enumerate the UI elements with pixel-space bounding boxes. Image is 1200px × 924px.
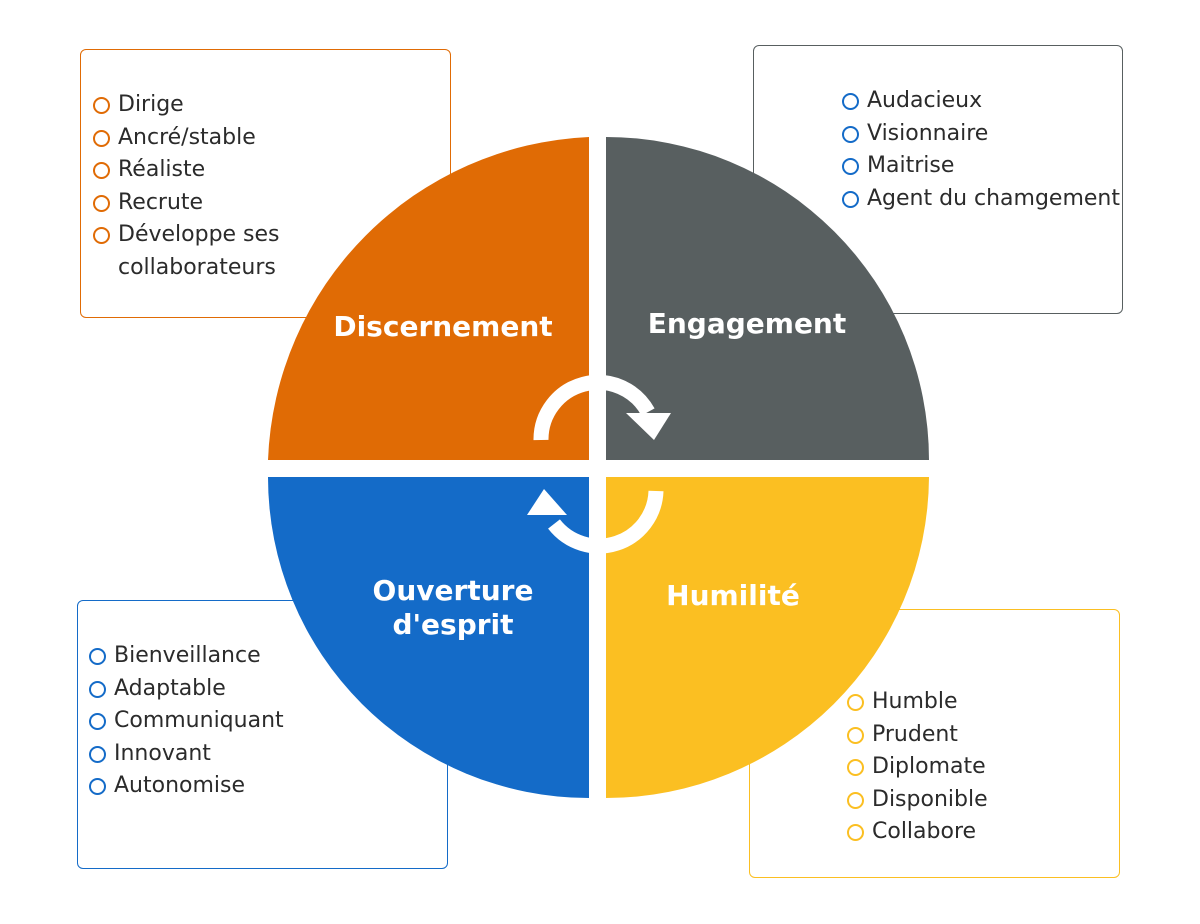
list-item: Recrute	[93, 187, 293, 220]
circle-bullet-icon	[847, 694, 864, 711]
discernement-box: Dirige Ancré/stable Réaliste Recrute Dév…	[80, 49, 451, 318]
circle-bullet-icon	[89, 713, 106, 730]
list-item: Diplomate	[847, 751, 988, 784]
list-item: Maitrise	[842, 150, 1120, 183]
engagement-list: Audacieux Visionnaire Maitrise Agent du …	[842, 85, 1120, 215]
list-item: Agent du chamgement	[842, 183, 1120, 216]
circle-bullet-icon	[842, 190, 859, 208]
circle-bullet-icon	[93, 97, 110, 114]
circle-bullet-icon	[89, 745, 106, 763]
label-ouverture-line2: d'esprit	[392, 608, 513, 641]
list-item: Communiquant	[89, 705, 284, 738]
label-engagement: Engagement	[648, 307, 847, 340]
cycle-arrow-icon	[527, 489, 664, 554]
list-item: Audacieux	[842, 85, 1120, 118]
list-item: Disponible	[847, 784, 988, 817]
humilite-list: Humble Prudent Diplomate Disponible Coll…	[847, 686, 988, 849]
circle-bullet-icon	[93, 194, 110, 212]
list-item: Autonomise	[89, 770, 284, 803]
label-discernement: Discernement	[333, 310, 552, 343]
quadrant-discernement	[268, 137, 589, 460]
circle-bullet-icon	[847, 726, 864, 744]
ouverture-list: Bienveillance Adaptable Communiquant Inn…	[89, 640, 284, 803]
circle-bullet-icon	[847, 759, 864, 776]
circle-bullet-icon	[93, 162, 110, 179]
list-item: Développe ses collaborateurs	[93, 219, 293, 284]
label-humilite: Humilité	[666, 579, 800, 612]
quadrant-humilite	[606, 477, 929, 798]
list-item: Réaliste	[93, 154, 293, 187]
list-item: Collabore	[847, 816, 988, 849]
list-item: Bienveillance	[89, 640, 284, 673]
list-item: Visionnaire	[842, 118, 1120, 151]
circle-bullet-icon	[93, 129, 110, 147]
circle-bullet-icon	[842, 125, 859, 143]
circle-bullet-icon	[842, 158, 859, 175]
list-item: Dirige	[93, 89, 293, 122]
list-item: Prudent	[847, 719, 988, 752]
circle-bullet-icon	[847, 824, 864, 841]
cycle-arrow-icon	[533, 374, 671, 441]
circle-bullet-icon	[842, 93, 859, 110]
label-ouverture-line1: Ouverture	[373, 574, 534, 607]
circle-bullet-icon	[847, 791, 864, 809]
quadrant-ouverture	[268, 477, 589, 798]
circle-bullet-icon	[89, 680, 106, 698]
list-item: Humble	[847, 686, 988, 719]
list-item: Innovant	[89, 738, 284, 771]
circle-bullet-icon	[89, 778, 106, 795]
list-item: Ancré/stable	[93, 122, 293, 155]
list-item: Adaptable	[89, 673, 284, 706]
discernement-list: Dirige Ancré/stable Réaliste Recrute Dév…	[93, 89, 293, 284]
circle-bullet-icon	[89, 648, 106, 665]
quadrant-engagement	[606, 137, 929, 460]
circle-bullet-icon	[93, 227, 110, 244]
